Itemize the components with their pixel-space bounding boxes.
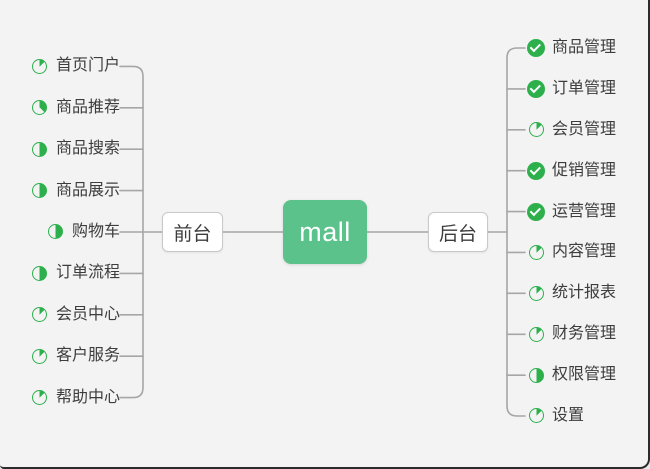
feature-item: 运营管理: [527, 191, 616, 232]
feature-label: 会员管理: [552, 120, 617, 138]
progress-done-icon: [527, 79, 545, 98]
progress-pie-icon: [31, 264, 49, 282]
feature-label: 购物车: [71, 222, 120, 240]
progress-pie-icon: [527, 284, 545, 302]
progress-pie-icon: [31, 182, 49, 200]
feature-item: 首页门户: [0, 46, 120, 87]
feature-label: 会员中心: [55, 305, 120, 323]
feature-label: 订单流程: [55, 264, 120, 282]
feature-label: 商品管理: [552, 38, 617, 56]
progress-pie-icon: [31, 347, 49, 365]
feature-label: 财务管理: [552, 325, 617, 343]
feature-item: 财务管理: [527, 314, 616, 355]
feature-item: 促销管理: [527, 150, 616, 191]
node-frontend: 前台: [162, 212, 223, 252]
feature-label: 商品推荐: [55, 98, 120, 116]
feature-label: 内容管理: [552, 243, 617, 261]
progress-pie-icon: [527, 243, 545, 261]
progress-pie-icon: [31, 99, 49, 117]
feature-item: 统计报表: [527, 273, 616, 314]
feature-item: 商品管理: [527, 28, 616, 69]
feature-item: 帮助中心: [0, 377, 120, 418]
feature-label: 商品展示: [55, 181, 120, 199]
feature-item: 设置: [527, 396, 616, 437]
feature-item: 购物车: [0, 211, 120, 252]
progress-done-icon: [527, 161, 545, 180]
node-backend: 后台: [428, 212, 488, 252]
progress-pie-icon: [31, 140, 49, 158]
feature-item: 客户服务: [0, 335, 120, 376]
progress-done-icon: [527, 38, 545, 57]
node-root-mall: mall: [283, 200, 367, 264]
feature-label: 运营管理: [552, 202, 617, 220]
feature-item: 商品搜索: [0, 128, 120, 169]
feature-item: 会员管理: [527, 109, 616, 150]
feature-label: 订单管理: [552, 79, 617, 97]
progress-pie-icon: [527, 366, 545, 384]
progress-pie-icon: [31, 57, 49, 75]
feature-item: 会员中心: [0, 294, 120, 335]
feature-label: 商品搜索: [55, 140, 120, 158]
feature-label: 统计报表: [552, 284, 617, 302]
progress-pie-icon: [31, 306, 49, 324]
progress-pie-icon: [31, 389, 49, 407]
feature-label: 首页门户: [55, 57, 120, 75]
feature-item: 订单管理: [527, 68, 616, 109]
feature-item: 订单流程: [0, 253, 120, 294]
progress-pie-icon: [47, 223, 65, 241]
progress-pie-icon: [527, 325, 545, 343]
feature-label: 权限管理: [552, 366, 617, 384]
feature-item: 权限管理: [527, 355, 616, 396]
feature-item: 内容管理: [527, 232, 616, 273]
progress-done-icon: [527, 202, 545, 221]
feature-item: 商品推荐: [0, 87, 120, 128]
feature-label: 设置: [552, 406, 585, 424]
frontend-feature-list: 首页门户 商品推荐 商品搜索 商品展示 购物车 订单流程 会员中心 客户服务: [0, 46, 120, 419]
feature-item: 商品展示: [0, 170, 120, 211]
feature-label: 促销管理: [552, 161, 617, 179]
feature-label: 帮助中心: [55, 388, 120, 406]
progress-pie-icon: [527, 407, 545, 425]
feature-label: 客户服务: [55, 347, 120, 365]
progress-pie-icon: [527, 121, 545, 139]
backend-feature-list: 商品管理 订单管理 会员管理 促销管理 运营管理 内容管理 统计报表 财务管理: [527, 28, 616, 437]
